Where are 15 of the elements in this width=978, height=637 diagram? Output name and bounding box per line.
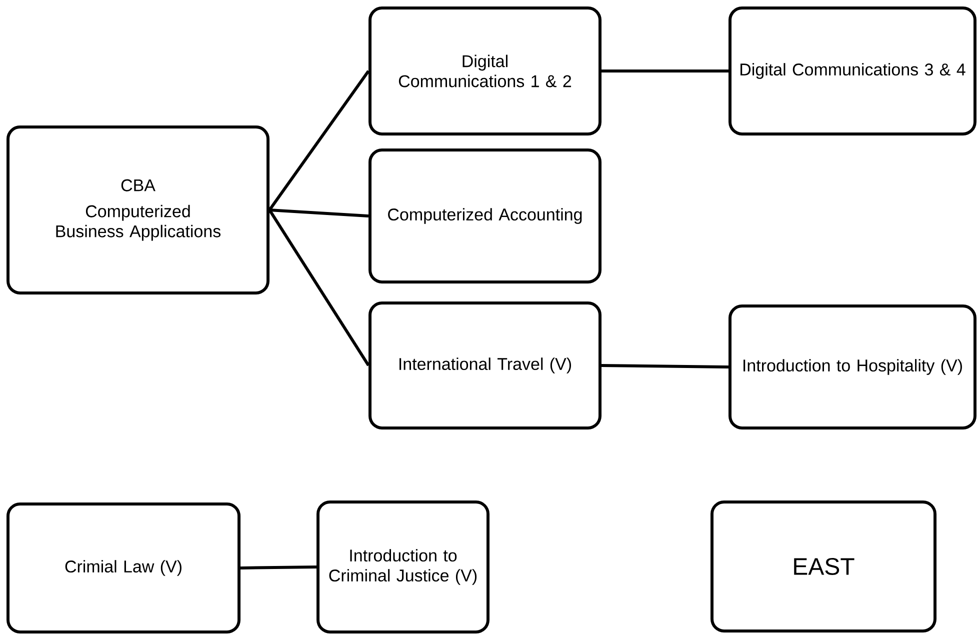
course-box: Introduction to Criminal Justice (V) bbox=[316, 500, 490, 634]
connector-line bbox=[268, 209, 370, 366]
course-box: CBA Computerized Business Applications bbox=[6, 126, 270, 294]
connector-line bbox=[268, 70, 370, 211]
connector-line bbox=[269, 208, 369, 218]
course-box: Computerized Accounting bbox=[368, 148, 602, 284]
course-box: Crimial Law (V) bbox=[6, 502, 240, 634]
course-box: EAST bbox=[710, 500, 936, 632]
course-box: International Travel (V) bbox=[368, 302, 602, 430]
course-box: Digital Communications 1 & 2 bbox=[368, 6, 602, 136]
connector-line bbox=[240, 565, 317, 570]
course-box: Digital Communications 3 & 4 bbox=[728, 6, 976, 136]
course-box: Introduction to Hospitality (V) bbox=[728, 304, 976, 430]
connector-line bbox=[602, 70, 728, 72]
connector-line bbox=[601, 364, 729, 368]
